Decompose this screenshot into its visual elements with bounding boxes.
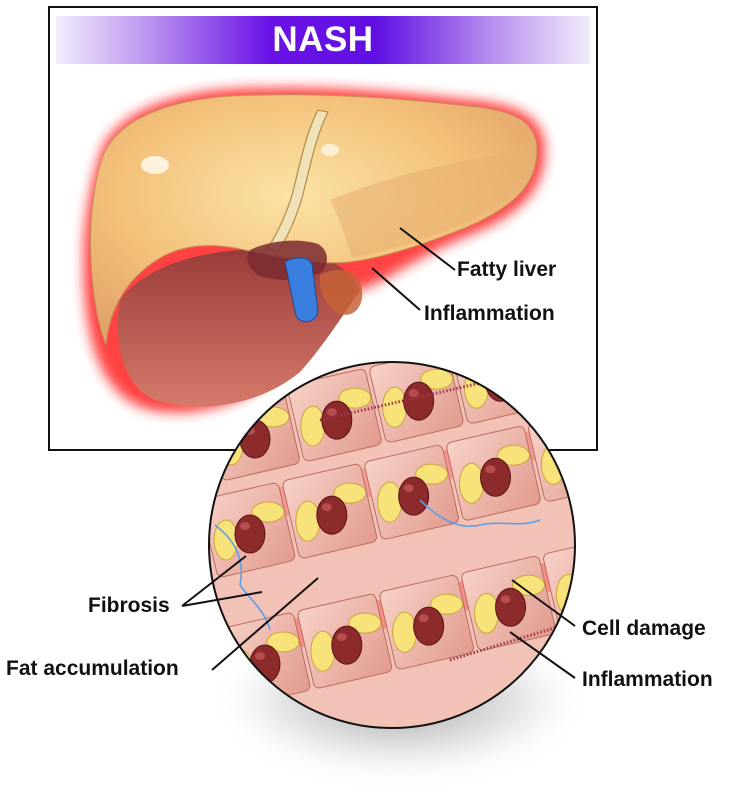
gallbladder [319, 270, 363, 315]
nucleus-highlight [326, 408, 337, 417]
label-fatty-liver: Fatty liver [457, 258, 557, 281]
fat-droplet [392, 611, 418, 653]
title-banner: NASH [56, 16, 590, 64]
fat-droplet [295, 500, 321, 542]
fat-droplet [430, 593, 464, 615]
liver-highlight [321, 144, 339, 156]
fat-droplet [459, 462, 485, 504]
fat-droplet [579, 426, 611, 446]
cell-nucleus [403, 381, 435, 421]
fat-droplet [300, 405, 326, 447]
label-liver-inflammation: Inflammation [424, 302, 555, 325]
nucleus-highlight [239, 521, 250, 530]
nucleus-highlight [490, 370, 501, 379]
fat-droplet [377, 481, 403, 523]
fat-droplet [382, 386, 408, 428]
fat-droplet [474, 592, 500, 634]
label-tissue-inflammation: Inflammation [582, 668, 713, 691]
nucleus-highlight [403, 484, 414, 493]
fat-droplet [594, 556, 626, 576]
fat-droplet [497, 444, 531, 466]
fat-droplet [512, 574, 546, 596]
nucleus-highlight [500, 595, 511, 604]
fat-droplet [348, 612, 382, 634]
nucleus-highlight [321, 503, 332, 512]
fat-droplet [420, 368, 454, 390]
nucleus-highlight [485, 465, 496, 474]
magnifier-border [208, 361, 576, 729]
fat-droplet [584, 331, 616, 351]
liver [90, 94, 538, 346]
cell-nucleus [577, 569, 607, 607]
magnified-tissue [209, 331, 626, 728]
nucleus-highlight [418, 614, 429, 623]
fat-droplet [266, 631, 300, 653]
cell-nucleus [566, 362, 575, 383]
label-cell-damage: Cell damage [582, 617, 706, 640]
portal-vein [284, 257, 319, 323]
cell-nucleus [234, 514, 266, 554]
fat-droplet [415, 463, 449, 485]
cell-nucleus [321, 400, 353, 440]
fat-droplet [333, 482, 367, 504]
label-fat-accumulation: Fat accumulation [6, 657, 179, 680]
cell-nucleus [495, 587, 527, 627]
fat-droplet [502, 362, 536, 371]
cell-nucleus [398, 476, 430, 516]
cell-nucleus [480, 457, 512, 497]
cell-nucleus [331, 625, 363, 665]
cell-nucleus [316, 495, 348, 535]
fat-droplet [251, 501, 285, 523]
leader-lines [181, 227, 576, 679]
cell-nucleus [485, 362, 517, 402]
cell-nucleus [561, 438, 575, 478]
fat-droplet [338, 387, 372, 409]
cell-nucleus [413, 606, 445, 646]
nucleus-highlight [572, 351, 582, 359]
nucleus-highlight [336, 633, 347, 642]
fat-droplet [310, 630, 336, 672]
liver-right-lobe [330, 150, 530, 258]
nucleus-highlight [582, 576, 592, 584]
nucleus-highlight [408, 389, 419, 398]
cell-nucleus [239, 419, 271, 459]
nucleus-highlight [254, 651, 265, 660]
liver-highlight [141, 156, 169, 174]
nucleus-highlight [567, 446, 575, 455]
diagram-title: NASH [272, 20, 374, 59]
fat-droplet [545, 362, 571, 390]
label-fibrosis: Fibrosis [88, 594, 170, 617]
